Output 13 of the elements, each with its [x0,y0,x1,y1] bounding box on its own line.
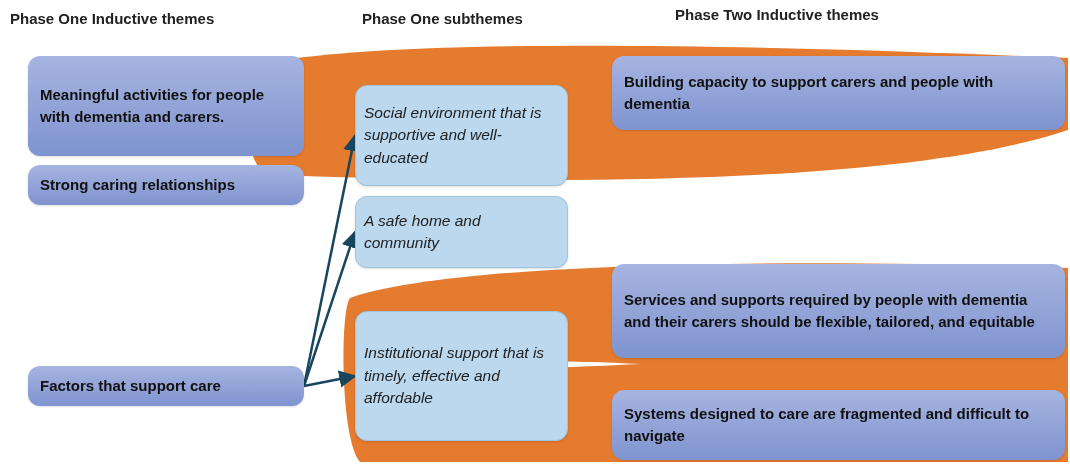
subtheme-box: Institutional support that is timely, effective and affordable [355,311,568,441]
column-heading: Phase One Inductive themes [10,9,215,29]
theme-box: Building capacity to support carers and people with dementia [612,56,1065,130]
theme-box: Systems designed to care are fragmented and difficult to navigate [612,390,1065,460]
column-heading: Phase Two Inductive themes [675,5,879,25]
theme-box: Factors that support care [28,366,304,406]
subtheme-box: A safe home and community [355,196,568,268]
theme-box: Strong caring relationships [28,165,304,205]
theme-box: Services and supports required by people with dementia and their carers should be flexible, tailored, and equitable [612,264,1065,358]
subtheme-box: Social environment that is supportive and well-educated [355,85,568,186]
column-heading: Phase One subthemes [362,9,523,29]
theme-box: Meaningful activities for people with dementia and carers. [28,56,304,156]
arrow [303,370,357,388]
